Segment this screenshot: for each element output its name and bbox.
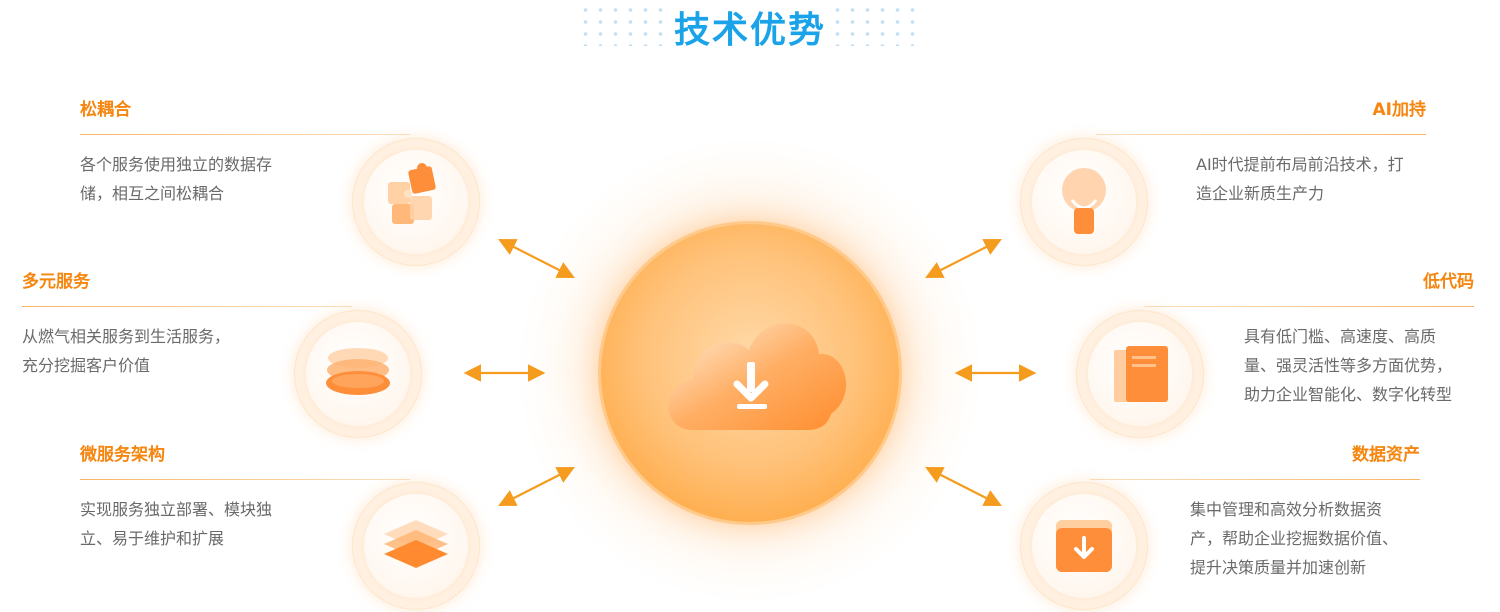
arrow-bottom-right	[925, 467, 1002, 506]
feature-icon-circle	[352, 138, 480, 266]
feature-title-ai: AI加持	[1372, 100, 1426, 120]
arrow-top-left	[498, 239, 575, 278]
feature-divider	[1090, 479, 1420, 480]
puzzle-icon	[388, 163, 436, 224]
feature-icon-circle	[1020, 482, 1148, 610]
feature-title-microservices: 微服务架构	[80, 445, 165, 465]
feature-desc-diverse-services: 从燃气相关服务到生活服务， 充分挖掘客户价值	[22, 327, 231, 375]
feature-divider	[80, 479, 410, 480]
feature-title-diverse-services: 多元服务	[22, 272, 90, 292]
feature-icon-circle	[294, 310, 422, 438]
cloud-download-icon	[668, 323, 847, 430]
header-dots-right	[830, 4, 922, 46]
arrow-top-right	[925, 239, 1002, 278]
feature-divider	[22, 306, 352, 307]
feature-title-loose-coupling: 松耦合	[80, 100, 131, 120]
feature-desc-microservices: 实现服务独立部署、模块独 立、易于维护和扩展	[80, 500, 273, 548]
feature-title-low-code: 低代码	[1423, 272, 1474, 292]
disc-stack-icon	[326, 348, 390, 395]
lightbulb-icon	[1062, 168, 1106, 234]
book-icon	[1114, 346, 1168, 402]
header-dots-left	[578, 4, 670, 46]
feature-desc-loose-coupling: 各个服务使用独立的数据存 储，相互之间松耦合	[80, 155, 273, 203]
download-box-icon	[1056, 520, 1112, 572]
feature-divider	[1096, 134, 1426, 135]
layers-icon	[384, 520, 448, 568]
page-title: 技术优势	[673, 10, 826, 51]
feature-desc-data-assets: 集中管理和高效分析数据资 产，帮助企业挖掘数据价值、 提升决策质量并加速创新	[1190, 500, 1399, 577]
feature-icon-circle	[1076, 310, 1204, 438]
feature-title-data-assets: 数据资产	[1352, 445, 1420, 465]
feature-icon-circle	[352, 482, 480, 610]
feature-desc-ai: AI时代提前布局前沿技术，打 造企业新质生产力	[1196, 155, 1404, 203]
feature-divider	[80, 134, 410, 135]
center-core	[601, 224, 899, 522]
feature-desc-low-code: 具有低门槛、高速度、高质 量、强灵活性等多方面优势， 助力企业智能化、数字化转型	[1244, 327, 1453, 404]
arrow-bottom-left	[498, 467, 575, 506]
feature-icon-circle	[1020, 138, 1148, 266]
feature-divider	[1144, 306, 1474, 307]
